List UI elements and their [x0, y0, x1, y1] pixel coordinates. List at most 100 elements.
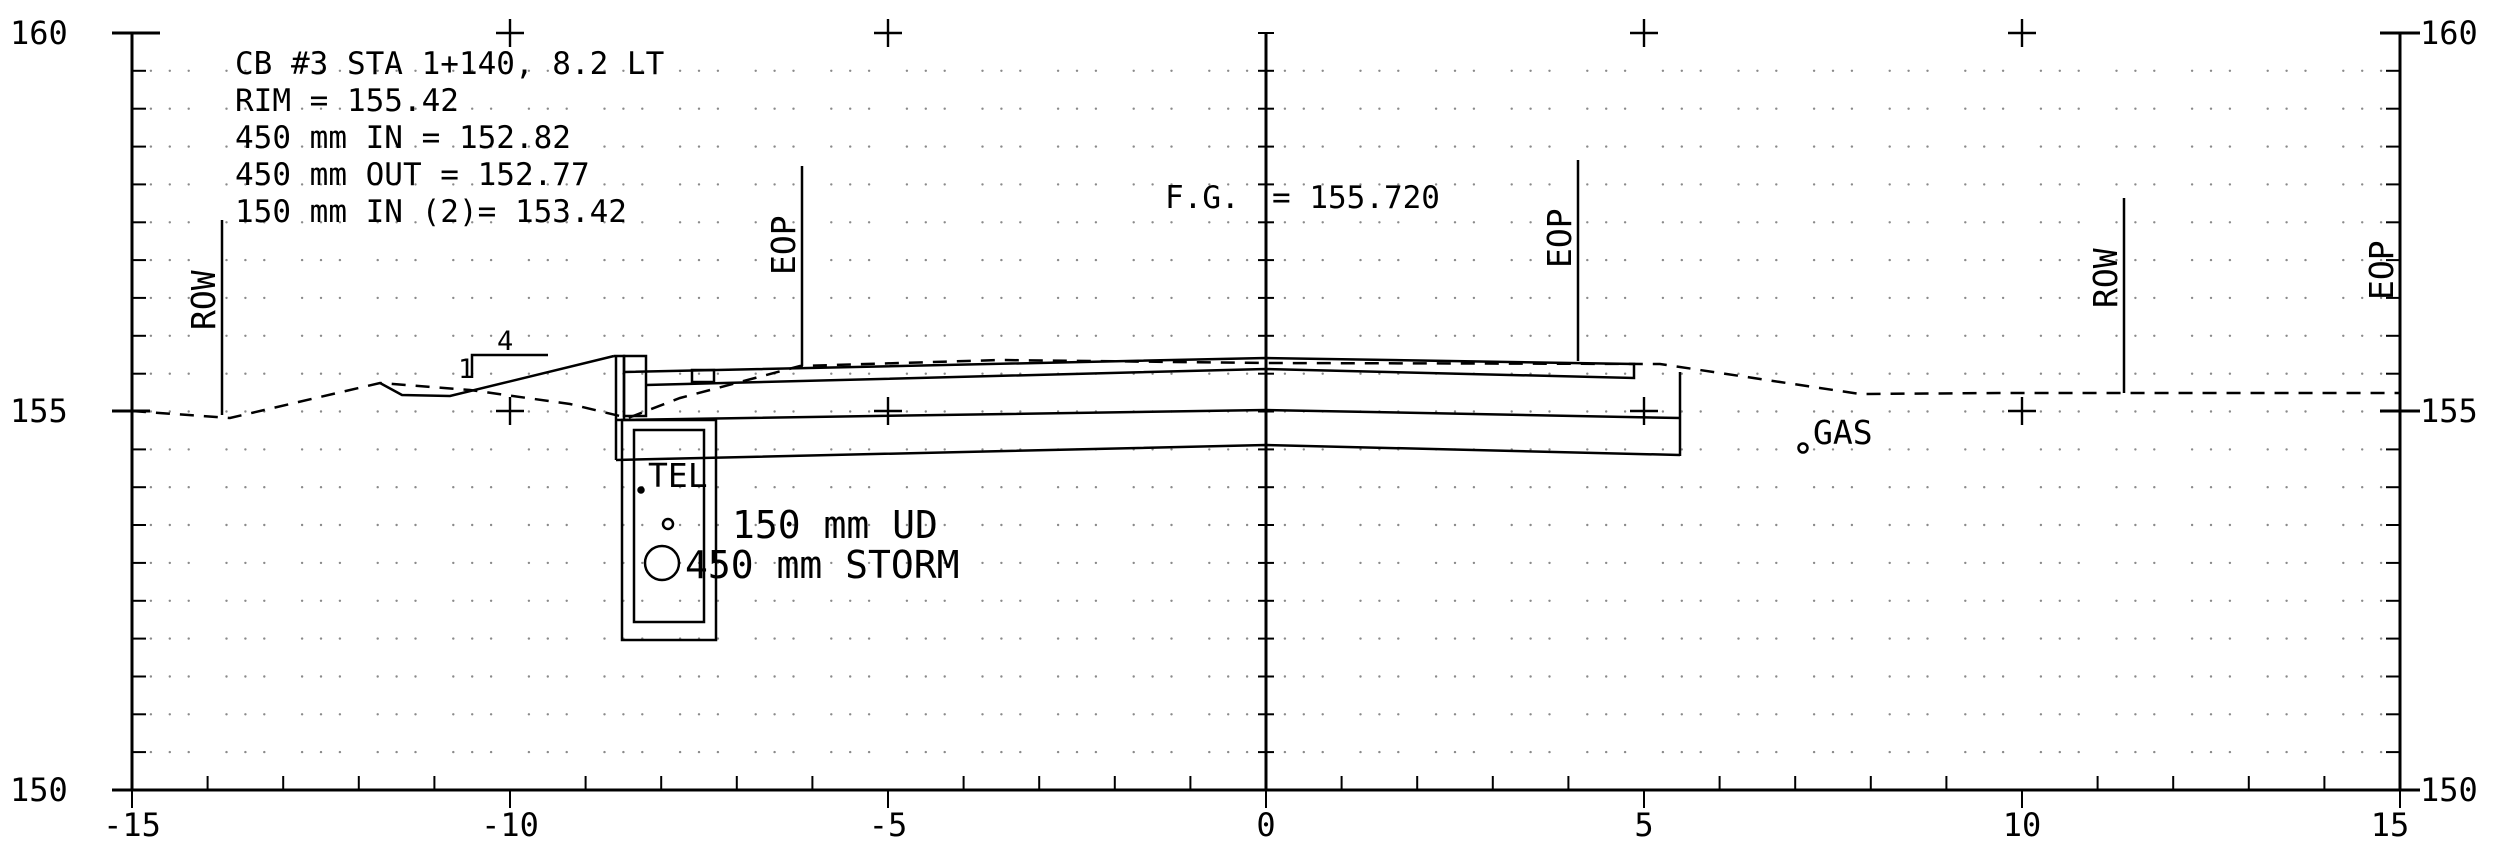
grid-dot	[1623, 410, 1627, 413]
grid-dot	[849, 221, 852, 224]
grid-dot	[2209, 410, 2213, 413]
grid-dot	[1321, 372, 1324, 375]
grid-dot	[905, 69, 909, 73]
grid-dot	[2077, 258, 2080, 262]
grid-dot	[1397, 750, 1400, 754]
grid-dot	[2153, 713, 2156, 716]
grid-dot	[1510, 561, 1513, 565]
grid-dot	[2285, 107, 2288, 110]
grid-dot	[471, 599, 474, 602]
grid-dot	[1756, 637, 1759, 640]
grid-dot	[867, 675, 871, 678]
grid-dot	[1586, 372, 1589, 375]
grid-dot	[1983, 750, 1986, 754]
grid-dot	[565, 221, 568, 224]
grid-dot	[149, 107, 153, 110]
grid-dot	[1888, 334, 1891, 337]
grid-dot	[905, 750, 909, 754]
grid-dot	[1831, 258, 1835, 262]
grid-dot	[1397, 599, 1400, 602]
grid-dot	[263, 599, 266, 602]
grid-dot	[376, 221, 379, 224]
grid-dot	[149, 713, 153, 716]
grid-dot	[489, 107, 493, 110]
grid-dot	[168, 750, 171, 754]
grid-dot	[1472, 183, 1476, 186]
grid-dot	[2228, 296, 2232, 300]
grid-dot	[792, 523, 795, 527]
grid-dot	[1850, 750, 1854, 754]
grid-dot	[149, 599, 153, 602]
grid-dot	[414, 107, 417, 110]
grid-dot	[2266, 69, 2269, 73]
grid-dot	[1132, 69, 1135, 73]
grid-dot	[263, 372, 266, 375]
grid-dot	[1983, 296, 1986, 300]
grid-dot	[2266, 372, 2269, 375]
grid-dot	[773, 750, 776, 754]
grid-dot	[2361, 561, 2364, 565]
grid-dot	[1510, 713, 1513, 716]
grid-dot	[924, 334, 927, 337]
grid-dot	[395, 675, 398, 678]
grid-dot	[395, 448, 398, 451]
grid-dot	[2304, 69, 2307, 73]
grid-dot	[2001, 523, 2005, 527]
grid-dot	[1094, 599, 1098, 602]
grid-dot	[1302, 258, 1306, 262]
grid-dot	[943, 448, 946, 451]
grid-dot	[1605, 183, 1608, 186]
grid-dot	[1132, 599, 1135, 602]
grid-dot	[187, 410, 190, 413]
grid-dot	[1964, 675, 1967, 678]
grid-dot	[244, 523, 247, 527]
grid-dot	[1964, 523, 1967, 527]
grid-dot	[1245, 750, 1249, 754]
grid-dot	[376, 637, 379, 640]
grid-dot	[1548, 69, 1551, 73]
grid-dot	[1151, 107, 1154, 110]
grid-dot	[2058, 296, 2061, 300]
grid-dot	[2077, 410, 2080, 413]
grid-dot	[1756, 561, 1759, 565]
grid-dot	[1453, 750, 1457, 754]
grid-dot	[395, 221, 398, 224]
grid-dot	[1586, 334, 1589, 337]
grid-dot	[1227, 675, 1230, 678]
grid-dot	[2304, 410, 2307, 413]
grid-dot	[2039, 69, 2043, 73]
grid-dot	[1661, 410, 1665, 413]
grid-dot	[1094, 334, 1098, 337]
grid-dot	[867, 296, 871, 300]
grid-dot	[225, 107, 228, 110]
grid-dot	[2228, 258, 2232, 262]
grid-dot	[792, 750, 795, 754]
grid-dot	[1737, 750, 1740, 754]
grid-dot	[678, 221, 682, 224]
grid-dot	[1510, 486, 1513, 489]
grid-dot	[1397, 296, 1400, 300]
grid-dot	[697, 296, 701, 300]
grid-dot	[830, 334, 833, 337]
grid-dot	[149, 183, 153, 186]
grid-dot	[414, 599, 417, 602]
grid-dot	[1453, 637, 1457, 640]
grid-dot	[716, 107, 720, 110]
grid-dot	[1737, 713, 1740, 716]
grid-dot	[319, 183, 323, 186]
grid-dot	[905, 599, 909, 602]
grid-dot	[376, 334, 379, 337]
grid-dot	[849, 750, 852, 754]
grid-dot	[2153, 448, 2156, 451]
grid-dot	[489, 675, 493, 678]
grid-dot	[2039, 713, 2043, 716]
grid-dot	[1926, 69, 1929, 73]
grid-dot	[1850, 107, 1854, 110]
grid-dot	[2228, 561, 2232, 565]
grid-dot	[2077, 296, 2080, 300]
grid-dot	[225, 69, 228, 73]
grid-dot	[1321, 599, 1324, 602]
grid-dot	[867, 637, 871, 640]
grid-dot	[2209, 675, 2213, 678]
grid-dot	[1075, 675, 1079, 678]
